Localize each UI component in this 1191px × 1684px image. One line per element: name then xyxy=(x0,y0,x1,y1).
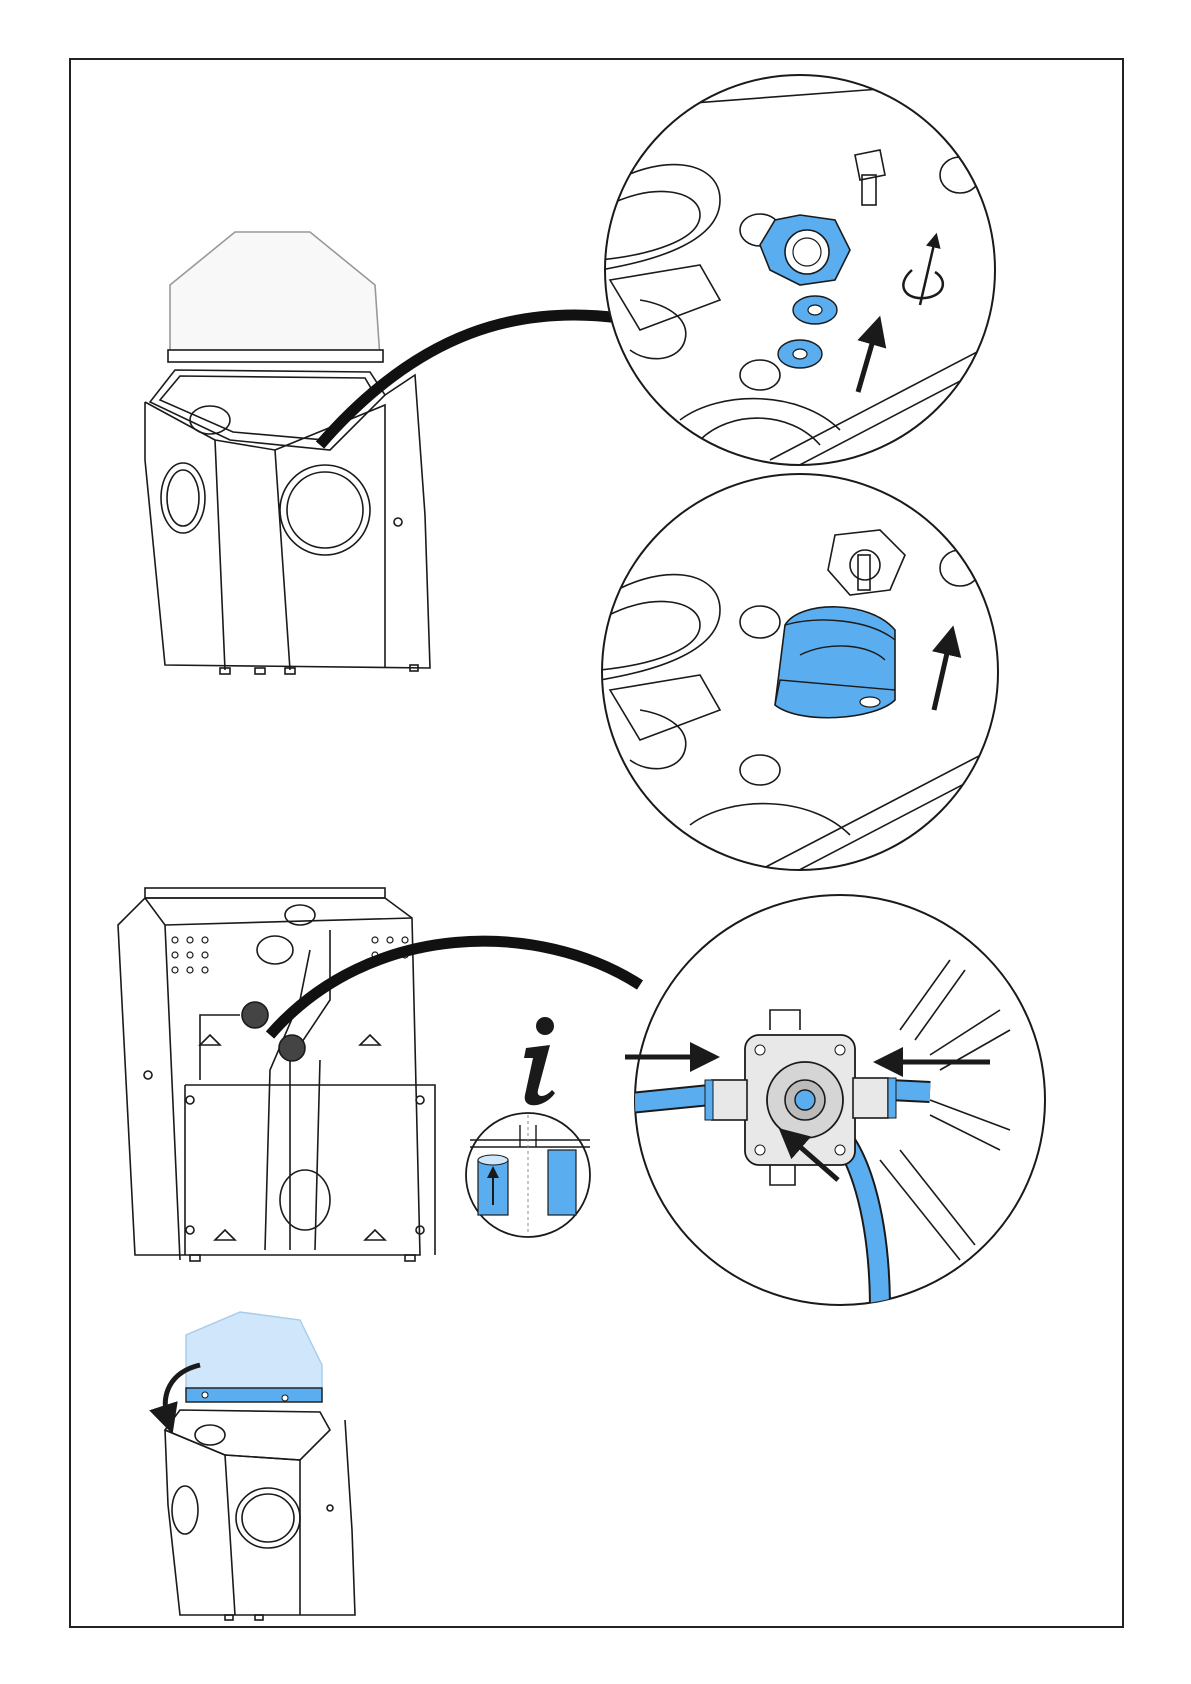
cabinet-lid-close-illustration xyxy=(165,1312,355,1620)
gland-cap-icon xyxy=(775,607,895,718)
info-i-icon xyxy=(524,1017,555,1105)
gland-cap-detail-circle xyxy=(600,474,1010,880)
callout-connector xyxy=(270,941,640,1035)
flow-diagram-circle xyxy=(466,1113,590,1237)
cabinet-rear-illustration xyxy=(118,888,435,1261)
valve-hose-detail-circle xyxy=(610,895,1045,1310)
gland-nut-detail-circle xyxy=(600,75,1010,470)
cabinet-front-illustration xyxy=(145,232,430,674)
